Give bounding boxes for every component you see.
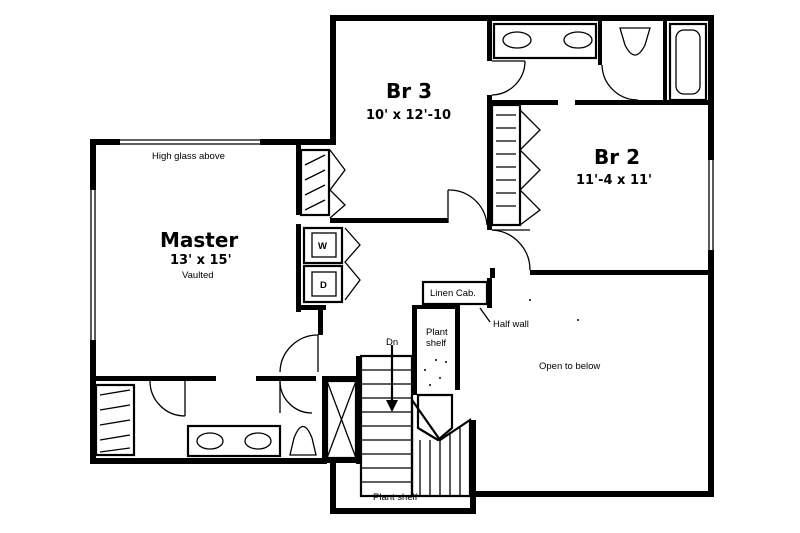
sink-icon <box>196 432 224 450</box>
closet-shelves <box>94 103 541 457</box>
open-to-below-label: Open to below <box>539 361 600 372</box>
interior-walls <box>96 21 714 464</box>
linen-cab-label: Linen Cab. <box>430 288 476 299</box>
plant-shelf-bottom-label: Plant shelf <box>373 492 418 503</box>
room-dims-br2: 11'-4 x 11' <box>576 173 652 188</box>
room-dims-master: 13' x 15' <box>170 253 232 268</box>
room-name-br2: Br 2 <box>594 145 640 169</box>
bath-fixtures <box>186 22 708 460</box>
sink-icon <box>502 31 532 49</box>
room-name-master: Master <box>160 228 238 252</box>
stairs <box>359 345 472 498</box>
room-dims-br3: 10' x 12'-10 <box>366 108 451 123</box>
room-name-br3: Br 3 <box>386 79 432 103</box>
toilet-icon <box>619 27 651 56</box>
plant-shelf-label-line1: Plant <box>426 327 448 338</box>
room-note-master: Vaulted <box>182 270 214 281</box>
laundry: W D <box>302 226 361 304</box>
bathtub-icon <box>668 22 708 102</box>
plant-shelf-dots <box>424 299 579 386</box>
plant-shelf-label-line2: shelf <box>426 338 446 349</box>
down-arrow-icon <box>386 400 398 412</box>
linen-cabinet <box>421 280 489 306</box>
half-wall-label: Half wall <box>493 319 529 330</box>
sink-icon <box>244 432 272 450</box>
door-swings <box>149 60 639 417</box>
high-glass-note: High glass above <box>152 151 225 162</box>
windows <box>90 139 714 340</box>
dryer-label: D <box>320 280 327 291</box>
stair-down-label: Dn <box>386 337 398 348</box>
shower-icon <box>325 379 358 460</box>
washer-label: W <box>318 241 327 252</box>
toilet-icon <box>289 425 317 456</box>
sink-icon <box>563 31 593 49</box>
